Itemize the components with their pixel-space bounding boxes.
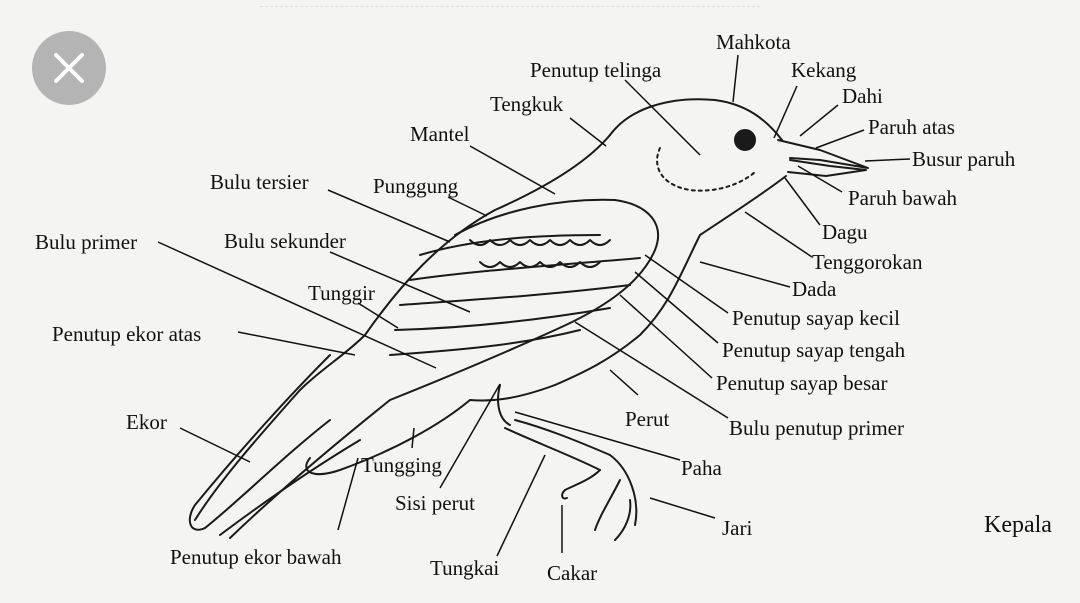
label-ekor: Ekor xyxy=(126,410,167,434)
tarsus xyxy=(609,454,638,526)
wing-feather-row-4 xyxy=(389,329,581,356)
covert-scallops-1 xyxy=(469,239,611,246)
label-tunggir: Tunggir xyxy=(308,281,375,305)
claw xyxy=(561,489,568,500)
label-penutup-ekor-atas: Penutup ekor atas xyxy=(52,322,202,346)
tail-lower xyxy=(229,399,391,539)
label-dada: Dada xyxy=(792,277,837,301)
tail-feather-1 xyxy=(194,389,301,521)
toe-3 xyxy=(614,499,632,541)
label-tengkuk: Tengkuk xyxy=(490,92,564,116)
wing-feather-row-1 xyxy=(409,257,641,281)
label-mantel: Mantel xyxy=(410,122,470,146)
toe-2 xyxy=(594,479,621,531)
label-penutup-sayap-tengah: Penutup sayap tengah xyxy=(722,338,906,362)
label-sisi-perut: Sisi perut xyxy=(395,491,475,515)
leader-lines xyxy=(157,54,911,557)
label-paruh-atas: Paruh atas xyxy=(868,115,955,139)
label-kekang: Kekang xyxy=(791,58,857,82)
back-outline xyxy=(299,134,611,391)
throat-breast-outline xyxy=(554,175,787,386)
label-bulu-penutup-primer: Bulu penutup primer xyxy=(729,416,904,440)
label-penutup-sayap-besar: Penutup sayap besar xyxy=(716,371,888,395)
close-icon xyxy=(54,53,84,83)
label-penutup-ekor-bawah: Penutup ekor bawah xyxy=(170,545,342,569)
tail-upper xyxy=(188,354,331,531)
belly-outline xyxy=(469,384,556,402)
label-penutup-sayap-kecil: Penutup sayap kecil xyxy=(732,306,900,330)
label-tungkai: Tungkai xyxy=(430,556,500,580)
label-penutup-telinga: Penutup telinga xyxy=(530,58,662,82)
label-bulu-tersier: Bulu tersier xyxy=(210,170,309,194)
label-jari: Jari xyxy=(722,516,753,540)
undertail-outline xyxy=(305,399,471,476)
label-mahkota: Mahkota xyxy=(716,30,791,54)
label-tenggorokan: Tenggorokan xyxy=(812,250,923,274)
label-tungging: Tungging xyxy=(361,453,442,477)
label-dagu: Dagu xyxy=(822,220,868,244)
thigh xyxy=(497,384,511,426)
eye xyxy=(734,129,756,151)
label-perut: Perut xyxy=(625,407,670,431)
label-dahi: Dahi xyxy=(842,84,883,108)
label-bulu-sekunder: Bulu sekunder xyxy=(224,229,346,253)
label-punggung: Punggung xyxy=(373,174,459,198)
close-button[interactable] xyxy=(32,31,106,105)
covert-scallops-2 xyxy=(479,261,601,268)
upper-beak xyxy=(777,139,869,169)
wing-feather-row-2 xyxy=(399,284,631,306)
ear-covert-outline xyxy=(656,147,756,192)
toe-1 xyxy=(564,469,601,491)
leg-lower xyxy=(504,427,601,471)
label-paruh-bawah: Paruh bawah xyxy=(848,186,958,210)
leg-upper xyxy=(514,419,611,456)
label-bulu-primer: Bulu primer xyxy=(35,230,138,254)
wing-outline xyxy=(389,198,660,401)
background-texture xyxy=(260,6,760,17)
label-paha: Paha xyxy=(681,456,722,480)
tail-feather-2 xyxy=(204,419,331,529)
head-outline xyxy=(609,98,783,141)
label-busur-paruh: Busur paruh xyxy=(912,147,1016,171)
label-cakar: Cakar xyxy=(547,561,598,585)
corner-label-kepala: Kepala xyxy=(984,512,1052,538)
wing-lower-edge xyxy=(419,234,601,256)
wing-feather-row-3 xyxy=(394,307,611,331)
